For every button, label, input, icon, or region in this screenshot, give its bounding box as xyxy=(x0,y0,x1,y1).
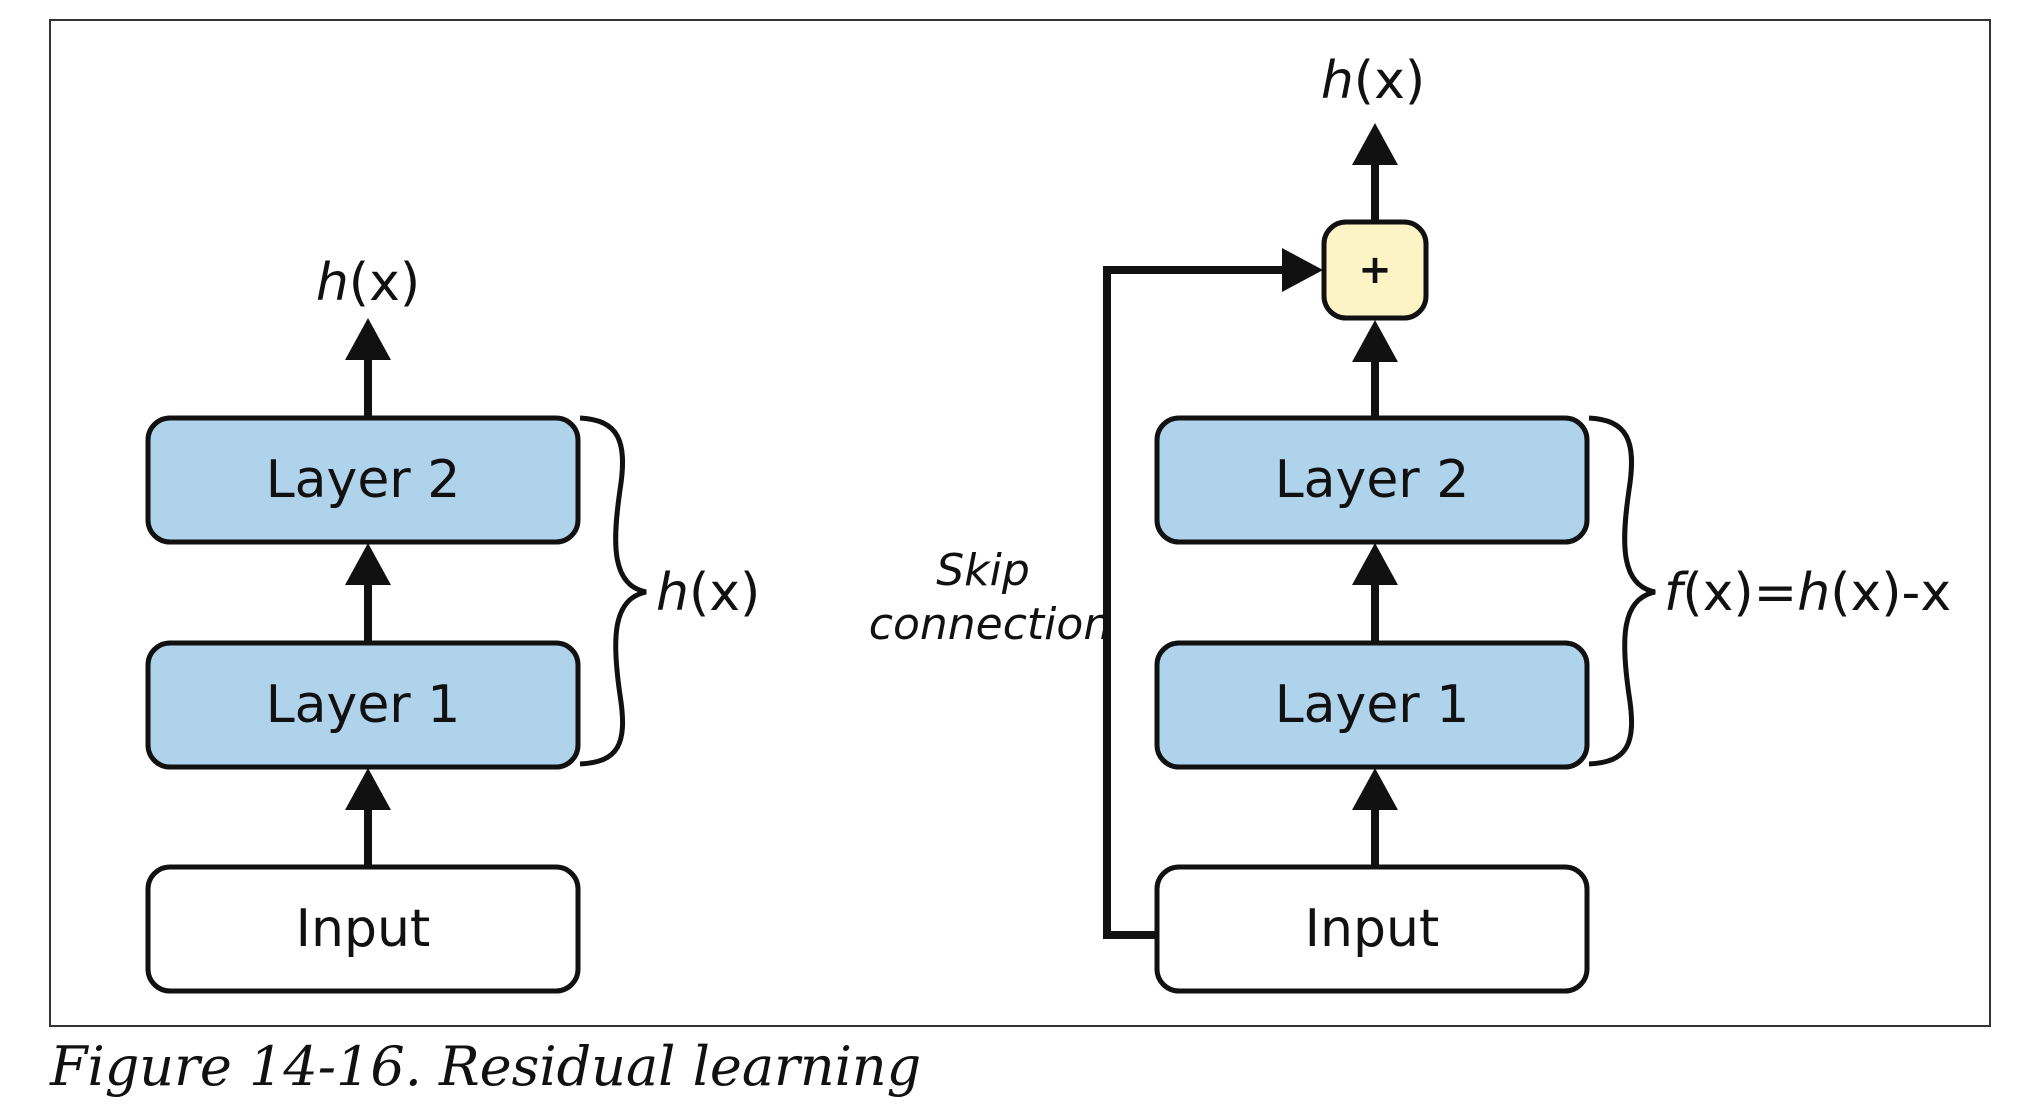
layer2-box: Layer 2 xyxy=(1154,415,1590,545)
brace-label: h(x) xyxy=(656,563,760,623)
input-box: Input xyxy=(1154,864,1590,994)
plain-network: Input Layer 1 Layer 2 h(x) h(x) xyxy=(145,253,760,994)
figure-frame xyxy=(49,19,1991,1027)
layer2-box-label: Layer 2 xyxy=(1275,450,1470,510)
skip-connection-arrowhead xyxy=(1282,248,1323,292)
arrow-adder-to-output xyxy=(1352,123,1398,222)
output-label: h(x) xyxy=(316,253,420,313)
arrow-input-to-layer1 xyxy=(1352,768,1398,865)
skip-connection-line xyxy=(1103,266,1282,939)
arrow-input-to-layer1 xyxy=(345,768,391,865)
adder-symbol: + xyxy=(1358,247,1392,293)
output-label: h(x) xyxy=(1321,51,1425,111)
arrow-layer2-to-adder xyxy=(1352,320,1398,418)
figure-caption: Figure 14-16. Residual learning xyxy=(50,1035,922,1098)
curly-brace xyxy=(579,415,647,767)
arrow-layer1-to-layer2 xyxy=(1352,543,1398,642)
layer1-box: Layer 1 xyxy=(145,640,581,770)
input-box: Input xyxy=(145,864,581,994)
input-box-label: Input xyxy=(1305,899,1440,959)
residual-network: Input Layer 1 Layer 2 + h(x) Skip connec… xyxy=(869,51,1951,994)
layer2-box: Layer 2 xyxy=(145,415,581,545)
layer1-box-label: Layer 1 xyxy=(1275,675,1470,735)
adder-node: + xyxy=(1321,219,1429,321)
curly-brace xyxy=(1588,415,1656,767)
input-box-label: Input xyxy=(296,899,431,959)
layer2-box-label: Layer 2 xyxy=(266,450,461,510)
layer1-box: Layer 1 xyxy=(1154,640,1590,770)
layer1-box-label: Layer 1 xyxy=(266,675,461,735)
arrow-layer2-to-output xyxy=(345,318,391,418)
brace-label: f(x)=h(x)-x xyxy=(1664,563,1951,623)
skip-connection-label: Skip connection xyxy=(869,545,1111,650)
arrow-layer1-to-layer2 xyxy=(345,543,391,642)
